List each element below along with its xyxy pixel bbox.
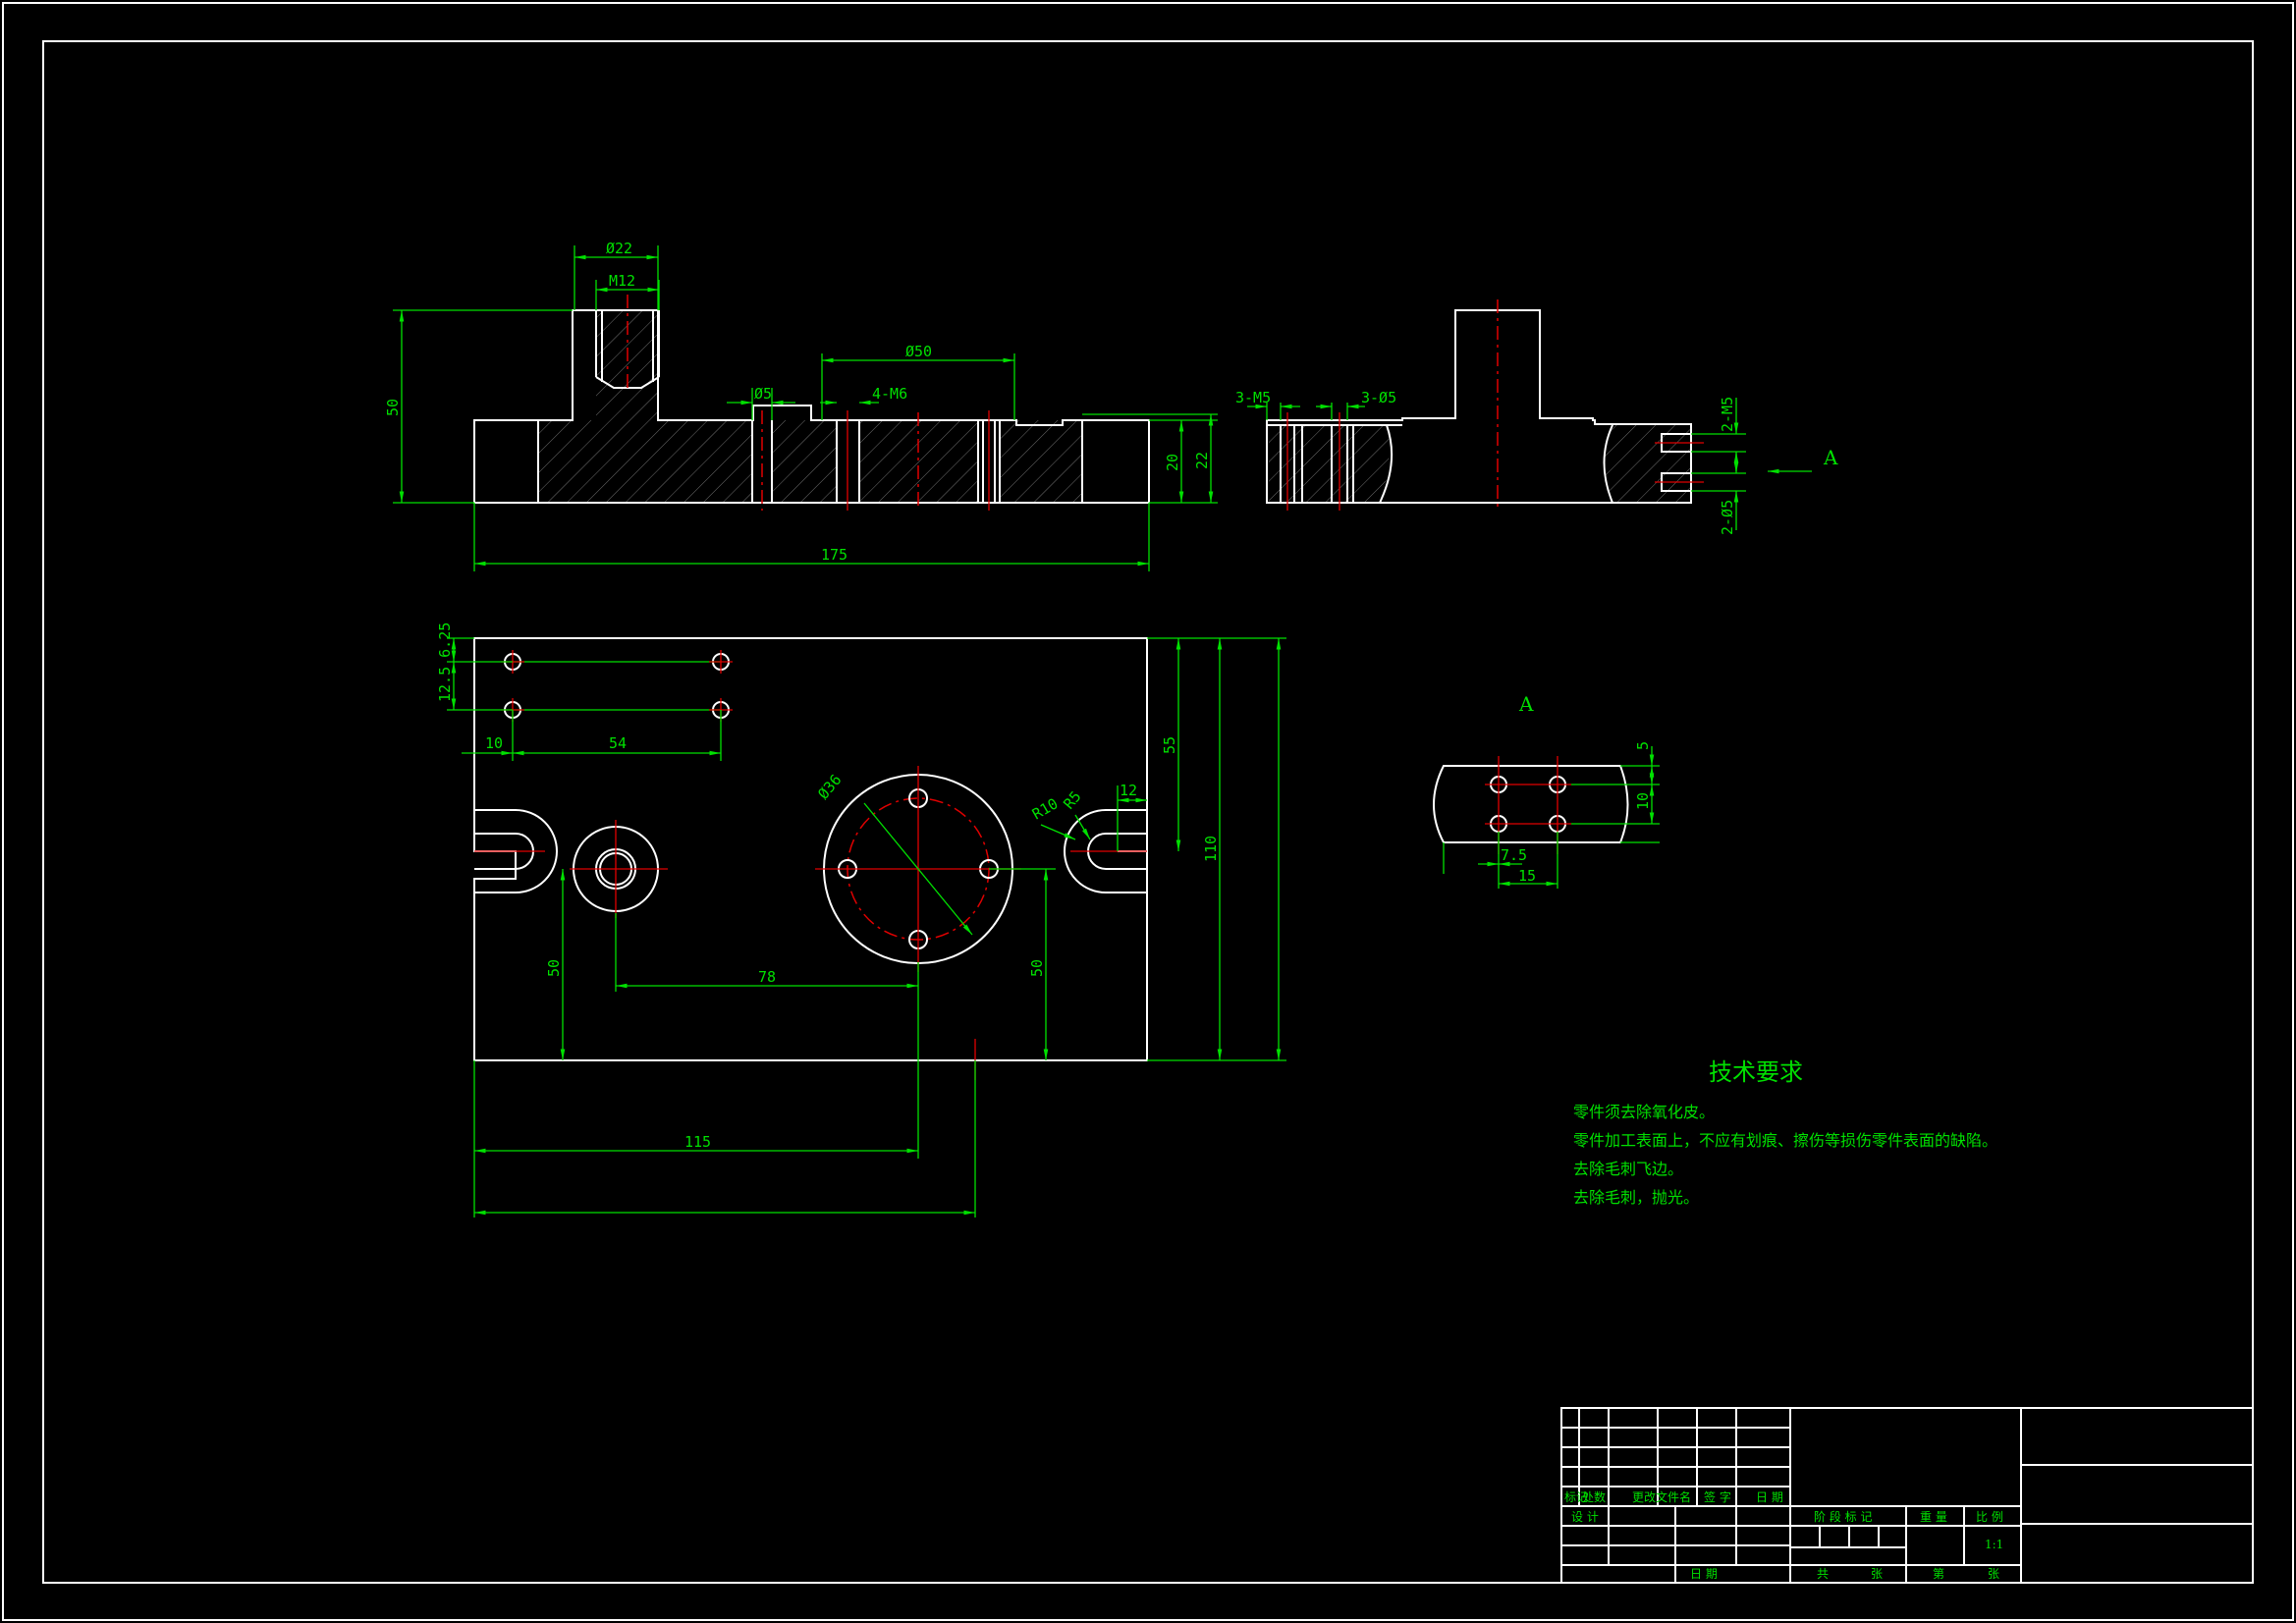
dim-w175: 175 <box>821 546 847 564</box>
dim-d12: 12 <box>1120 782 1137 799</box>
technical-requirements: 技术要求 零件须去除氧化皮。 零件加工表面上，不应有划痕、擦伤等损伤零件表面的缺… <box>1573 1058 1997 1207</box>
tech-line-3: 去除毛刺飞边。 <box>1573 1160 1683 1178</box>
tech-heading: 技术要求 <box>1709 1058 1803 1086</box>
tb-label-mark: 标记 <box>1564 1490 1588 1504</box>
dim-4m6: 4-M6 <box>872 385 907 403</box>
title-block: 标记 处数 更改文件名 签 字 日 期 设 计 日 期 阶 段 标 记 重 量 … <box>1560 1407 2254 1584</box>
tb-scale-value: 1:1 <box>1985 1538 2003 1551</box>
tb-design: 设 计 <box>1571 1510 1599 1524</box>
dim-d36: Ø36 <box>814 771 845 802</box>
dim-2d5: 2-Ø5 <box>1719 500 1736 535</box>
dim-h22: 22 <box>1193 452 1211 469</box>
tb-label-date: 日 期 <box>1756 1490 1783 1504</box>
dim-d50-right: 50 <box>1028 959 1046 977</box>
tb-sheets: 张 <box>1871 1567 1883 1581</box>
tb-weight: 重 量 <box>1920 1510 1947 1524</box>
dim-d115: 115 <box>684 1133 711 1151</box>
dim-d78: 78 <box>758 968 776 986</box>
dim-3d5: 3-Ø5 <box>1361 389 1396 406</box>
tb-stage: 阶 段 标 记 <box>1814 1509 1872 1524</box>
detail-dim-15: 15 <box>1518 867 1536 885</box>
dim-m12: M12 <box>609 272 635 290</box>
tb-total: 共 <box>1817 1567 1829 1581</box>
detail-dim-5: 5 <box>1634 741 1652 750</box>
dim-h20: 20 <box>1164 454 1181 471</box>
front-view <box>473 295 1150 511</box>
dim-d50: Ø50 <box>905 343 932 360</box>
tb-label-change-doc: 更改文件名 <box>1632 1489 1691 1504</box>
dim-d110: 110 <box>1202 836 1220 862</box>
tb-sheet: 张 <box>1988 1567 1999 1581</box>
front-view-dimensions: Ø22 M12 50 Ø5 4-M6 Ø50 20 22 <box>384 240 1218 571</box>
detail-view-a-dimensions: 5 10 7.5 15 <box>1443 741 1660 889</box>
dim-d10: 10 <box>485 734 503 752</box>
dim-3m5: 3-M5 <box>1235 389 1271 406</box>
dim-r5: R5 <box>1060 787 1084 812</box>
dim-rows: 12.5 6.25 <box>436 622 454 702</box>
tech-line-2: 零件加工表面上，不应有划痕、擦伤等损伤零件表面的缺陷。 <box>1573 1131 1997 1150</box>
view-arrow-label-a: A <box>1823 446 1838 469</box>
dim-h50: 50 <box>384 399 402 416</box>
top-view-dimensions: 12.5 6.25 10 54 Ø36 R10 R5 12 55 110 78 <box>436 622 1286 1217</box>
dim-2m5: 2-M5 <box>1719 397 1736 432</box>
dim-d54: 54 <box>609 734 627 752</box>
tb-page: 第 <box>1933 1567 1944 1581</box>
tb-label-count: 处数 <box>1582 1489 1606 1504</box>
tech-line-4: 去除毛刺，抛光。 <box>1573 1188 1699 1207</box>
tb-scale-label: 比 例 <box>1976 1510 2003 1524</box>
detail-dim-7-5: 7.5 <box>1501 846 1527 864</box>
inner-frame <box>42 40 2254 1584</box>
tb-date: 日 期 <box>1690 1567 1718 1581</box>
detail-view-a: A <box>1433 692 1629 854</box>
dim-d22: Ø22 <box>606 240 632 257</box>
side-view <box>1266 299 1704 511</box>
dim-d55: 55 <box>1161 736 1178 754</box>
detail-dim-10: 10 <box>1634 792 1652 810</box>
detail-label-a: A <box>1518 692 1534 716</box>
tech-line-1: 零件须去除氧化皮。 <box>1573 1103 1715 1121</box>
dim-d50-left: 50 <box>545 959 563 977</box>
side-view-dimensions: 3-M5 3-Ø5 2-M5 2-Ø5 A <box>1235 389 1838 535</box>
dim-r10: R10 <box>1029 794 1061 823</box>
dim-d5: Ø5 <box>754 385 772 403</box>
top-view <box>473 637 1148 1080</box>
tb-label-sign: 签 字 <box>1704 1489 1731 1504</box>
